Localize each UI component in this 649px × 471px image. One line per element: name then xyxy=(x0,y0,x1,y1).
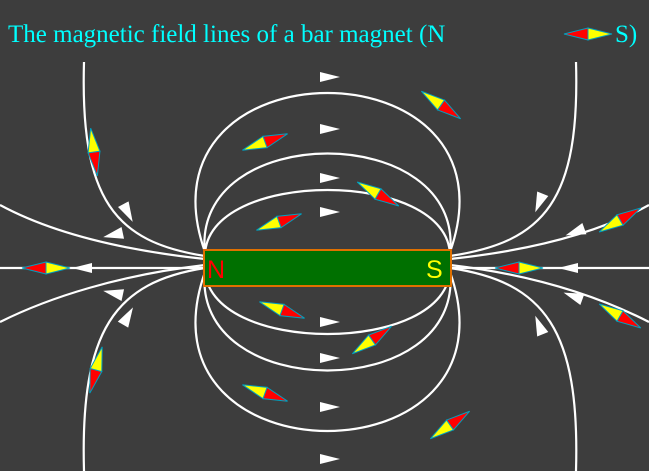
field-direction-arrow-icon xyxy=(320,402,340,412)
field-direction-arrow-icon xyxy=(565,222,587,236)
field-direction-arrow-icon xyxy=(117,307,133,328)
field-direction-arrow-icon xyxy=(558,263,578,273)
field-direction-arrow-icon xyxy=(563,292,585,306)
field-line-open-left-bottom xyxy=(82,266,206,471)
field-direction-arrow-icon xyxy=(535,191,549,213)
field-line-loop-large-bottom xyxy=(194,271,461,433)
compass-needle-icon xyxy=(563,27,613,41)
field-direction-arrow-icon xyxy=(103,227,125,239)
field-line-loop-large-top xyxy=(194,91,461,253)
south-pole-label: S xyxy=(426,256,443,284)
field-line-side-right-down xyxy=(449,263,649,323)
field-line-open-left-top xyxy=(82,61,206,258)
north-pole-label: N xyxy=(207,256,225,284)
field-arrows xyxy=(72,72,587,464)
field-direction-arrow-icon xyxy=(320,317,340,327)
title-text: The magnetic field lines of a bar magnet… xyxy=(8,21,445,48)
title-suffix: S) xyxy=(615,21,637,48)
field-line-side-left-down xyxy=(0,263,206,323)
field-direction-arrow-icon xyxy=(320,207,340,217)
field-direction-arrow-icon xyxy=(103,289,125,301)
field-line-loop-medium-bottom xyxy=(203,269,452,372)
field-direction-arrow-icon xyxy=(320,454,340,464)
field-line-loop-medium-top xyxy=(203,152,452,255)
field-direction-arrow-icon xyxy=(320,173,340,183)
field-direction-arrow-icon xyxy=(320,353,340,363)
field-line-open-right-top xyxy=(449,61,578,258)
field-direction-arrow-icon xyxy=(535,315,549,337)
field-line-side-left-up xyxy=(0,204,206,261)
field-direction-arrow-icon xyxy=(72,263,92,273)
bar-magnet: N S xyxy=(203,249,452,287)
field-line-loop-small-top xyxy=(203,189,452,257)
field-line-open-right-bottom xyxy=(449,266,578,471)
field-direction-arrow-icon xyxy=(320,124,340,134)
field-direction-arrow-icon xyxy=(118,201,133,222)
field-direction-arrow-icon xyxy=(320,72,340,82)
magnet-body xyxy=(203,249,452,287)
field-line-loop-small-bottom xyxy=(203,267,452,335)
title: The magnetic field lines of a bar magnet… xyxy=(8,21,637,48)
